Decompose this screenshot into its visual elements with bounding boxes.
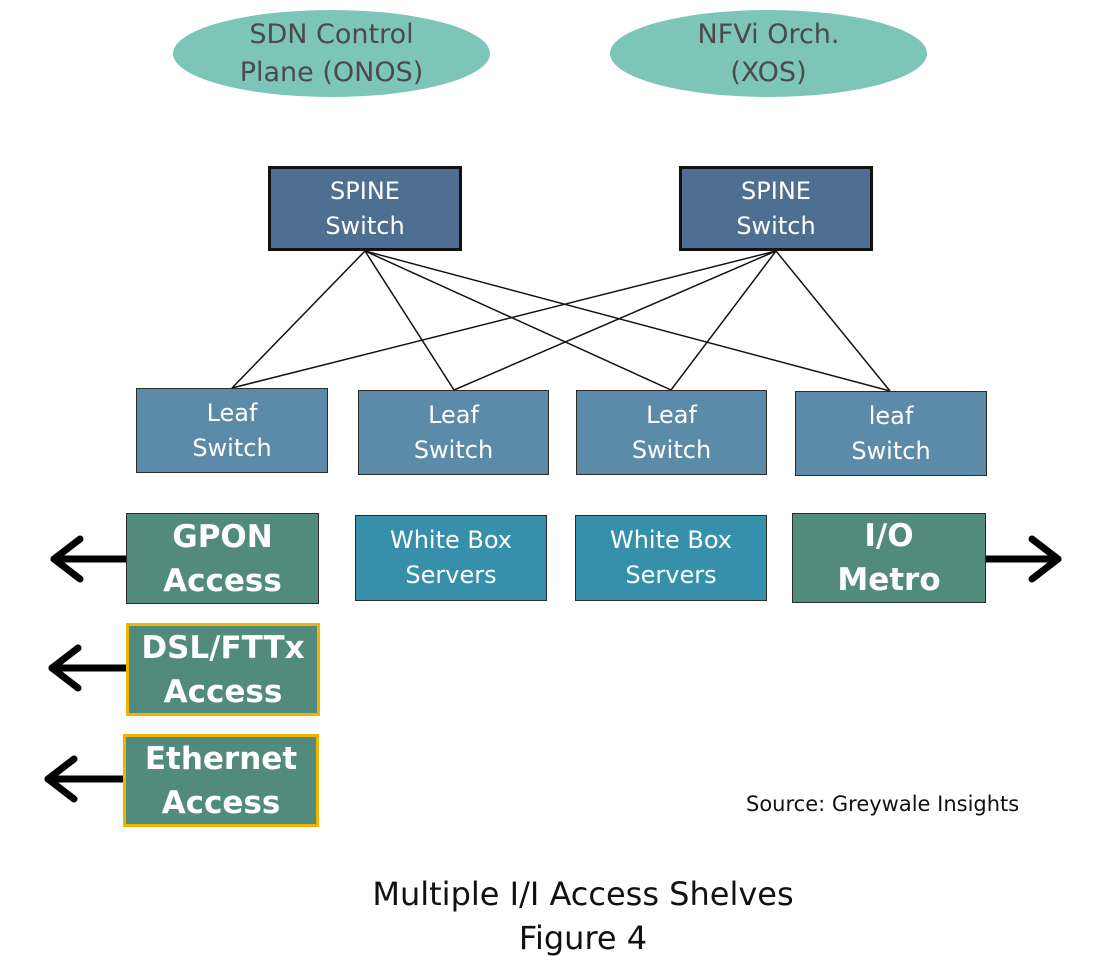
figure-caption: Multiple I/I Access Shelves Figure 4: [283, 872, 883, 960]
link-spine2-leaf3: [670, 250, 777, 391]
leaf-switch-1-line1: Leaf: [206, 398, 258, 427]
caption-title: Multiple I/I Access Shelves: [372, 875, 794, 913]
ethernet-line2: Access: [161, 784, 281, 821]
link-spine1-leaf2: [364, 250, 455, 391]
io-line1: I/O: [864, 518, 914, 554]
spine-switch-2: SPINE Switch: [679, 166, 873, 251]
leaf-switch-3: Leaf Switch: [576, 390, 767, 475]
arrow-left-icon: [44, 755, 128, 803]
ethernet-access-shelf: Ethernet Access: [123, 734, 319, 827]
leaf-switch-4-line1: leaf: [868, 401, 914, 430]
leaf-switch-1: Leaf Switch: [136, 388, 328, 473]
io-metro-shelf: I/O Metro: [792, 513, 986, 603]
leaf-switch-2: Leaf Switch: [358, 390, 549, 475]
link-spine1-leaf3: [364, 250, 672, 391]
server2-line1: White Box: [609, 526, 733, 554]
dsl-line2: Access: [163, 673, 283, 710]
nfvi-orch-line1: NFVi Orch.: [697, 18, 840, 50]
dsl-line1: DSL/FTTx: [141, 629, 305, 666]
link-spine2-leaf2: [453, 250, 777, 391]
link-spine1-leaf1: [231, 250, 366, 389]
leaf-switch-3-line2: Switch: [631, 435, 712, 464]
leaf-switch-3-line1: Leaf: [646, 400, 697, 429]
white-box-servers-2: White Box Servers: [575, 515, 767, 601]
sdn-control-line1: SDN Control: [249, 18, 414, 50]
source-attribution: Source: Greywale Insights: [746, 792, 1020, 816]
leaf-switch-4-line2: Switch: [851, 436, 931, 465]
leaf-switch-2-line1: Leaf: [428, 400, 479, 429]
ethernet-line1: Ethernet: [144, 740, 298, 777]
gpon-line2: Access: [163, 562, 282, 599]
spine-switch-1-line1: SPINE: [330, 176, 400, 205]
leaf-switch-4: leaf Switch: [795, 391, 987, 476]
leaf-switch-1-line2: Switch: [192, 433, 272, 462]
gpon-access-shelf: GPON Access: [126, 513, 319, 604]
nfvi-orchestrator-ellipse: NFVi Orch. (XOS): [610, 10, 927, 97]
server2-line2: Servers: [625, 561, 717, 589]
arrow-left-icon: [48, 644, 131, 692]
link-spine2-leaf4: [775, 250, 891, 392]
spine-switch-1-line2: Switch: [325, 211, 405, 240]
sdn-control-line2: Plane (ONOS): [239, 56, 424, 88]
link-spine2-leaf1: [231, 250, 777, 389]
white-box-servers-1: White Box Servers: [355, 515, 547, 601]
leaf-switch-2-line2: Switch: [413, 435, 494, 464]
arrow-right-icon: [982, 535, 1062, 583]
io-line2: Metro: [837, 562, 941, 598]
arrow-left-icon: [50, 535, 130, 583]
nfvi-orch-line2: (XOS): [730, 56, 807, 88]
sdn-control-plane-ellipse: SDN Control Plane (ONOS): [173, 10, 490, 97]
server1-line2: Servers: [405, 561, 497, 589]
spine-switch-2-line1: SPINE: [741, 176, 811, 205]
dsl-fttx-access-shelf: DSL/FTTx Access: [126, 623, 320, 716]
spine-switch-1: SPINE Switch: [268, 166, 462, 251]
caption-figure-number: Figure 4: [518, 919, 648, 957]
gpon-line1: GPON: [172, 518, 273, 555]
spine-switch-2-line2: Switch: [736, 211, 816, 240]
server1-line1: White Box: [389, 526, 513, 554]
link-spine1-leaf4: [364, 250, 891, 392]
